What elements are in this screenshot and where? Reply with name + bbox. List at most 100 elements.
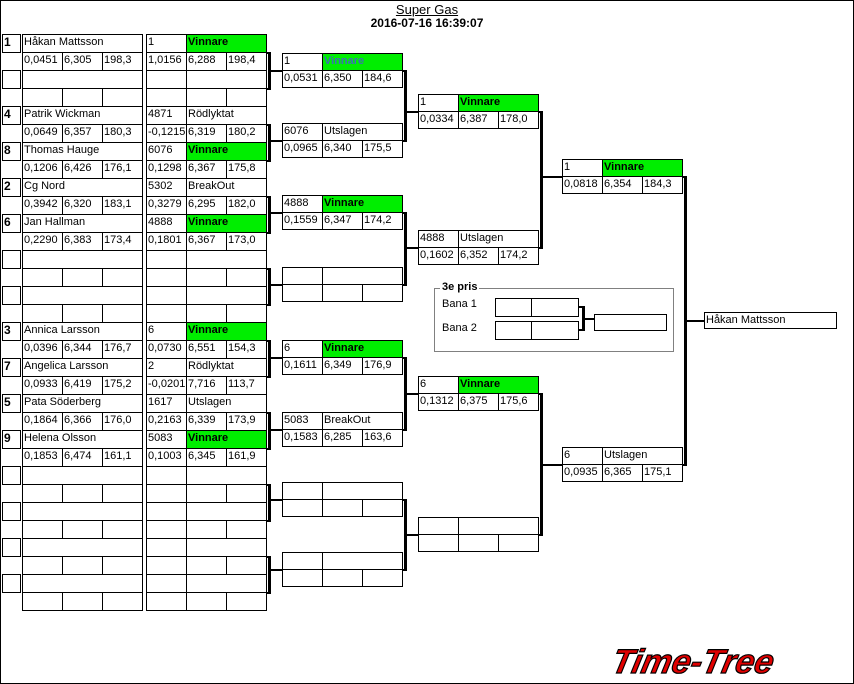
elapsed-time: 6,344: [62, 340, 103, 359]
result-id[interactable]: 5083: [146, 430, 187, 449]
speed: 176,1: [102, 160, 143, 179]
driver-name[interactable]: Helena Olsson: [22, 430, 143, 449]
result-status[interactable]: Vinnare: [186, 430, 267, 449]
elapsed-time: [322, 569, 363, 587]
result-id[interactable]: 2: [146, 358, 187, 377]
result-id[interactable]: 1617: [146, 394, 187, 413]
result-status[interactable]: [186, 466, 267, 485]
driver-name[interactable]: [22, 538, 143, 557]
driver-name[interactable]: Thomas Hauge: [22, 142, 143, 161]
driver-name[interactable]: Annica Larsson: [22, 322, 143, 341]
elapsed-time: 6,285: [322, 429, 363, 447]
reaction-time: 0,3942: [22, 196, 63, 215]
result-id[interactable]: 6076: [146, 142, 187, 161]
result-id[interactable]: 1: [282, 53, 323, 71]
result-status[interactable]: Vinnare: [186, 214, 267, 233]
elapsed-time: 6,288: [186, 52, 227, 71]
elapsed-time: 6,354: [602, 176, 643, 194]
result-status[interactable]: Vinnare: [322, 53, 403, 71]
result-id[interactable]: [282, 267, 323, 285]
reaction-time: [22, 484, 63, 503]
result-status[interactable]: Vinnare: [602, 159, 683, 177]
driver-name[interactable]: Patrik Wickman: [22, 106, 143, 125]
result-status[interactable]: [186, 502, 267, 521]
lane1-id[interactable]: [495, 298, 532, 317]
result-id[interactable]: [146, 70, 187, 89]
result-status[interactable]: [186, 250, 267, 269]
result-status[interactable]: [322, 267, 403, 285]
bracket-line: [578, 329, 584, 331]
result-id[interactable]: 6: [418, 376, 459, 394]
result-status[interactable]: [322, 482, 403, 500]
reaction-time: [146, 592, 187, 611]
driver-name[interactable]: Angelica Larsson: [22, 358, 143, 377]
result-status[interactable]: [186, 286, 267, 305]
reaction-time: 0,1312: [418, 393, 459, 411]
result-status[interactable]: [186, 538, 267, 557]
result-id[interactable]: [282, 552, 323, 570]
elapsed-time: 6,365: [602, 464, 643, 482]
result-status[interactable]: BreakOut: [186, 178, 267, 197]
result-status[interactable]: Vinnare: [186, 142, 267, 161]
result-id[interactable]: [146, 502, 187, 521]
result-status[interactable]: [322, 552, 403, 570]
result-status[interactable]: Vinnare: [322, 340, 403, 358]
reaction-time: 0,0935: [562, 464, 603, 482]
result-status[interactable]: Vinnare: [458, 376, 539, 394]
result-status[interactable]: BreakOut: [322, 412, 403, 430]
result-status[interactable]: Rödlyktat: [186, 106, 267, 125]
speed: 180,2: [226, 124, 267, 143]
driver-name[interactable]: [22, 502, 143, 521]
lane1-result[interactable]: [531, 298, 579, 317]
result-status[interactable]: [186, 70, 267, 89]
result-id[interactable]: 4888: [282, 195, 323, 213]
result-id[interactable]: 5302: [146, 178, 187, 197]
driver-name[interactable]: [22, 70, 143, 89]
reaction-time: 0,1583: [282, 429, 323, 447]
driver-name[interactable]: Cg Nord: [22, 178, 143, 197]
driver-name[interactable]: Håkan Mattsson: [22, 34, 143, 53]
result-id[interactable]: [146, 466, 187, 485]
reaction-time: 0,0531: [282, 70, 323, 88]
result-status[interactable]: Rödlyktat: [186, 358, 267, 377]
final-winner[interactable]: Håkan Mattsson: [704, 312, 837, 329]
result-id[interactable]: 5083: [282, 412, 323, 430]
result-status[interactable]: Utslagen: [186, 394, 267, 413]
result-id[interactable]: 1: [146, 34, 187, 53]
driver-name[interactable]: [22, 466, 143, 485]
result-id[interactable]: 6: [562, 447, 603, 465]
result-id[interactable]: 4871: [146, 106, 187, 125]
lane2-id[interactable]: [495, 321, 532, 340]
result-status[interactable]: Utslagen: [322, 123, 403, 141]
elapsed-time: [62, 592, 103, 611]
result-status[interactable]: Vinnare: [186, 322, 267, 341]
driver-name[interactable]: [22, 574, 143, 593]
result-id[interactable]: 6076: [282, 123, 323, 141]
driver-name[interactable]: Jan Hallman: [22, 214, 143, 233]
result-status[interactable]: [458, 517, 539, 535]
result-id[interactable]: 6: [282, 340, 323, 358]
result-status[interactable]: Vinnare: [186, 34, 267, 53]
result-id[interactable]: [146, 574, 187, 593]
third-prize-winner[interactable]: [594, 314, 667, 331]
result-id[interactable]: 1: [418, 94, 459, 112]
result-id[interactable]: 4888: [146, 214, 187, 233]
driver-name[interactable]: [22, 286, 143, 305]
result-id[interactable]: [146, 538, 187, 557]
result-status[interactable]: Vinnare: [322, 195, 403, 213]
result-status[interactable]: Utslagen: [602, 447, 683, 465]
result-id[interactable]: 6: [146, 322, 187, 341]
result-id[interactable]: [418, 517, 459, 535]
result-id[interactable]: [146, 250, 187, 269]
result-id[interactable]: [146, 286, 187, 305]
result-status[interactable]: Vinnare: [458, 94, 539, 112]
driver-name[interactable]: [22, 250, 143, 269]
lane2-result[interactable]: [531, 321, 579, 340]
third-prize-title: 3e pris: [440, 281, 480, 293]
result-status[interactable]: Utslagen: [458, 230, 539, 248]
result-id[interactable]: 4888: [418, 230, 459, 248]
driver-name[interactable]: Pata Söderberg: [22, 394, 143, 413]
result-status[interactable]: [186, 574, 267, 593]
result-id[interactable]: 1: [562, 159, 603, 177]
result-id[interactable]: [282, 482, 323, 500]
